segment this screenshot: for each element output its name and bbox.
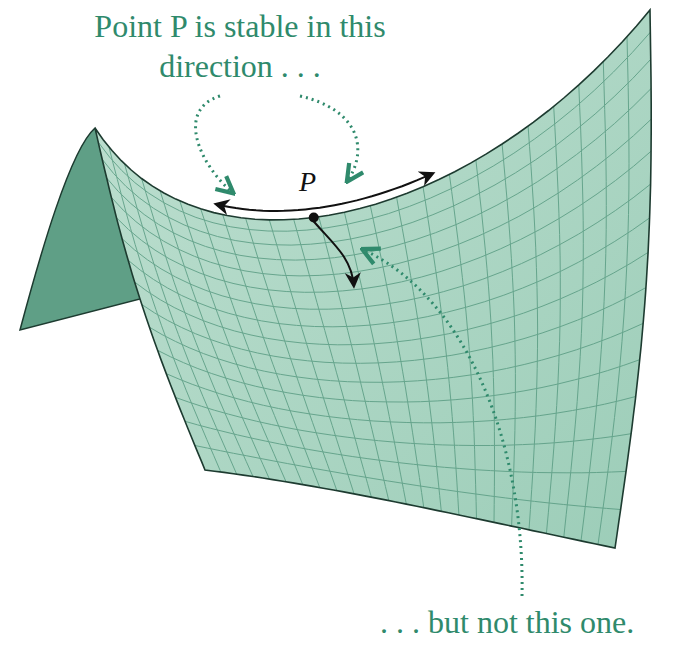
point-label: P <box>299 166 316 198</box>
grid-line <box>102 59 651 245</box>
grid-line <box>135 252 648 344</box>
callout-text: . . . but not this one. <box>380 602 634 642</box>
grid-line <box>109 147 221 472</box>
unstable-direction-arrow <box>314 222 354 286</box>
grid-line <box>107 89 652 261</box>
grid-line <box>344 212 406 504</box>
grid-line <box>128 218 650 327</box>
grid-line <box>142 179 253 477</box>
grid-line <box>185 421 626 473</box>
grid-line <box>175 397 631 445</box>
grid-line <box>117 151 652 292</box>
saddle-outline <box>95 10 651 548</box>
callout-leader <box>364 250 522 596</box>
grid-line <box>319 217 389 501</box>
grid-line <box>294 219 372 497</box>
point-p-dot <box>309 212 319 222</box>
grid-line <box>223 215 320 488</box>
grid-line <box>149 323 643 382</box>
callout-text: Point P is stable in this direction . . … <box>70 6 410 86</box>
grid-line <box>564 85 584 537</box>
grid-line <box>598 37 629 545</box>
saddle-front-face <box>95 10 651 548</box>
grid-line <box>201 209 303 485</box>
callout-leader <box>196 96 232 192</box>
grid-line <box>546 106 560 533</box>
grid-line <box>269 220 354 494</box>
grid-line <box>158 350 640 402</box>
grid-line <box>122 184 651 309</box>
grid-line <box>166 374 635 423</box>
grid-line <box>397 197 442 511</box>
grid-line <box>111 119 651 276</box>
stable-direction-arrow <box>216 174 432 211</box>
surface-grid <box>98 32 651 544</box>
